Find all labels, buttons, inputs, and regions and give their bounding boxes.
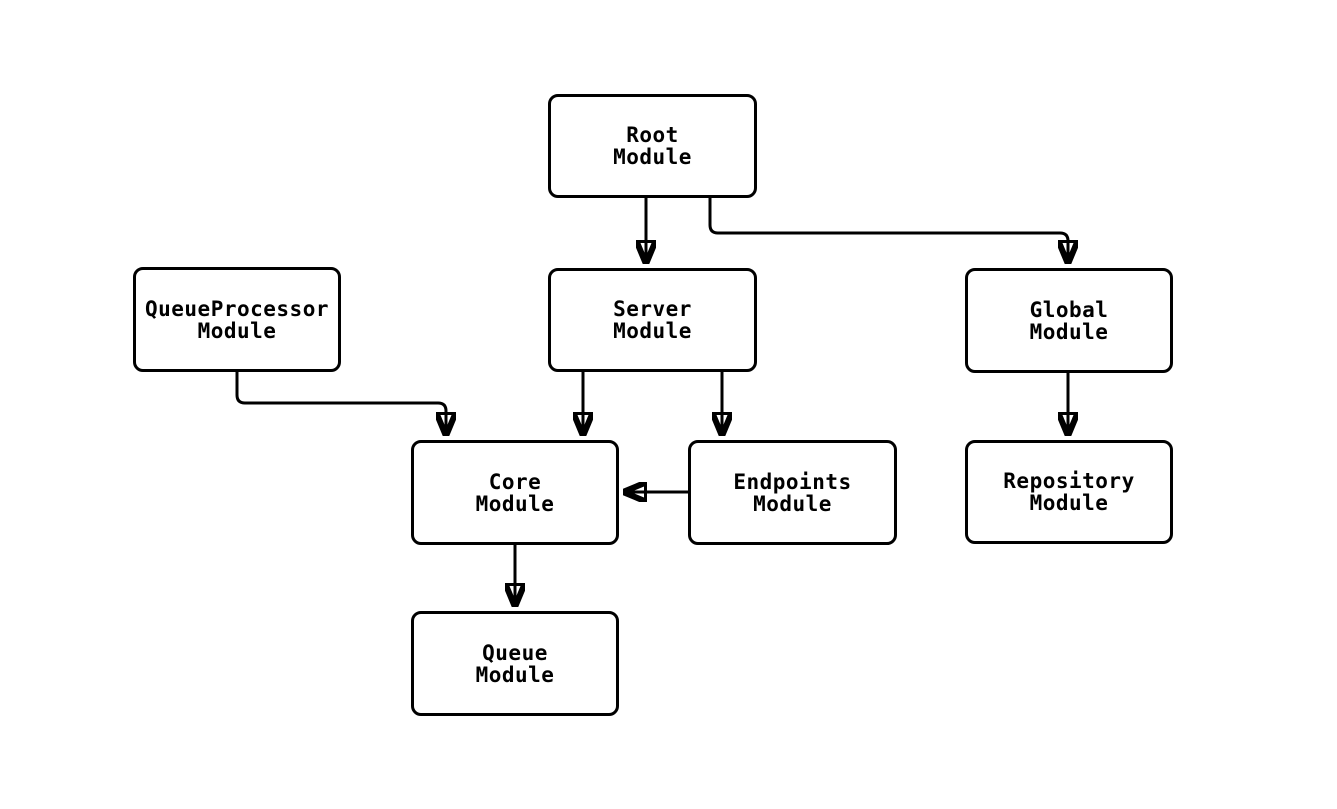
node-label-line: Module bbox=[613, 319, 692, 343]
node-core-module: Core Module bbox=[411, 440, 619, 545]
node-label-line: Endpoints bbox=[733, 469, 852, 494]
node-root-module: Root Module bbox=[548, 94, 757, 198]
node-server-module: Server Module bbox=[548, 268, 757, 372]
node-queue-module: Queue Module bbox=[411, 611, 619, 716]
node-label-line: Server bbox=[613, 297, 692, 321]
node-label-line: Module bbox=[197, 318, 277, 343]
node-label-line: QueueProcessor bbox=[144, 296, 329, 321]
edge-root-to-global bbox=[708, 198, 1068, 264]
node-endpoints-module: Endpoints Module bbox=[688, 440, 897, 545]
node-queueprocessor-module: QueueProcessor Module bbox=[133, 267, 341, 372]
node-label-line: Core bbox=[488, 469, 542, 494]
node-label-line: Module bbox=[1029, 319, 1109, 344]
node-global-module: Global Module bbox=[965, 268, 1173, 373]
node-label-line: Module bbox=[475, 662, 555, 687]
node-label-line: Module bbox=[753, 491, 832, 516]
node-label-line: Repository bbox=[1003, 469, 1135, 493]
node-label-line: Module bbox=[1029, 491, 1109, 515]
node-repository-module: Repository Module bbox=[965, 440, 1173, 544]
node-label-line: Module bbox=[475, 491, 555, 516]
node-label-line: Queue bbox=[482, 640, 548, 665]
edge-queueprocessor-to-core bbox=[235, 372, 446, 436]
node-label-line: Root bbox=[626, 123, 679, 147]
node-label-line: Module bbox=[613, 145, 692, 169]
node-label-line: Global bbox=[1029, 297, 1109, 322]
